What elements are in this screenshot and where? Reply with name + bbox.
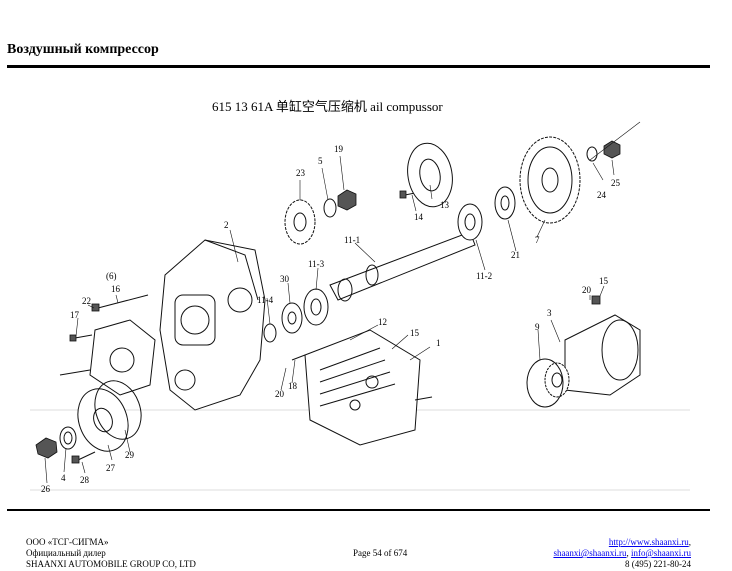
part-label-22: 22 (82, 296, 91, 306)
cylinder-head (304, 329, 433, 446)
footer-group: SHAANXI AUTOMOBILE GROUP CO, LTD (26, 559, 196, 569)
o-ring (526, 358, 564, 408)
part-label-5: 5 (318, 156, 323, 166)
part-label-11-2: 11-2 (476, 271, 492, 281)
part-label-24: 24 (597, 190, 607, 200)
bearing-11-4 (281, 302, 303, 334)
part-label-23: 23 (296, 168, 306, 178)
part-label-25: 25 (611, 178, 621, 188)
page-title: Воздушный компрессор (7, 42, 159, 57)
part-label-15b: 15 (599, 276, 609, 286)
part-label-26: 26 (41, 484, 51, 494)
seal-ring (263, 323, 277, 343)
footer-page-info: Page 54 of 674 (353, 548, 408, 558)
part-label-29: 29 (125, 450, 135, 460)
part-label-13: 13 (440, 200, 450, 210)
bearing-11-2 (457, 203, 483, 241)
bearing-11-3 (303, 288, 329, 326)
exploded-parts-diagram: 1 2 3 4 5 (6) 7 9 11-1 11-2 11-3 11-4 12… (30, 121, 690, 494)
part-label-16: 16 (111, 284, 121, 294)
part-label-11-1: 11-1 (344, 235, 360, 245)
gear-washer (586, 146, 598, 162)
mounting-flange (407, 142, 453, 208)
crankshaft (329, 231, 476, 302)
part-label-20b: 20 (582, 285, 592, 295)
website-link[interactable]: http://www.shaanxi.ru (608, 537, 689, 547)
part-label-18: 18 (288, 381, 298, 391)
header-divider (7, 65, 710, 68)
small-gear (284, 199, 316, 245)
footer-dealer: Официальный дилер (26, 548, 106, 558)
auxiliary-pump (544, 314, 641, 398)
gear-end-nut (603, 140, 621, 159)
footer-company: ООО «ТСГ-СИГМА» (26, 537, 109, 547)
part-label-12: 12 (378, 317, 387, 327)
gear-nut (337, 189, 357, 211)
email-link-info[interactable]: info@shaanxi.ru (630, 548, 691, 558)
footer-divider (7, 509, 710, 511)
part-label-3: 3 (547, 308, 552, 318)
part-label-27: 27 (106, 463, 116, 473)
part-label-30: 30 (280, 274, 290, 284)
part-label-11-3: 11-3 (308, 259, 325, 269)
part-label-17: 17 (70, 310, 80, 320)
part-label-15a: 15 (410, 328, 420, 338)
part-label-14: 14 (414, 212, 424, 222)
drive-gear (519, 136, 581, 224)
website-suffix: , (688, 537, 691, 547)
spacer-ring (494, 186, 516, 220)
email-link-shaanxi[interactable]: shaanxi@shaanxi.ru (553, 548, 627, 558)
email-separator: , (626, 548, 631, 558)
part-label-20a: 20 (275, 389, 285, 399)
part-label-7: 7 (535, 235, 540, 245)
diagram-title: 615 13 61A 单缸空气压缩机 ail compussor (212, 99, 443, 114)
footer-phone: 8 (495) 221-80-24 (625, 559, 691, 569)
part-label-11-4: 11-4 (257, 295, 274, 305)
footer-left: ООО «ТСГ-СИГМА» Официальный дилер SHAANX… (26, 537, 196, 570)
part-label-21: 21 (511, 250, 520, 260)
part-label-2: 2 (224, 220, 229, 230)
part-label-19: 19 (334, 144, 344, 154)
part-label-9: 9 (535, 322, 540, 332)
part-label-1: 1 (436, 338, 441, 348)
washer (323, 198, 337, 218)
front-cover-plate (89, 319, 156, 396)
end-nut (35, 426, 77, 459)
part-label-28: 28 (80, 475, 90, 485)
drive-flange (77, 380, 142, 452)
footer-right: http://www.shaanxi.ru, shaanxi@shaanxi.r… (553, 537, 691, 570)
leader-lines (44, 155, 615, 484)
part-label-4: 4 (61, 473, 66, 483)
compressor-housing (159, 239, 266, 411)
part-label-6: (6) (106, 271, 117, 281)
